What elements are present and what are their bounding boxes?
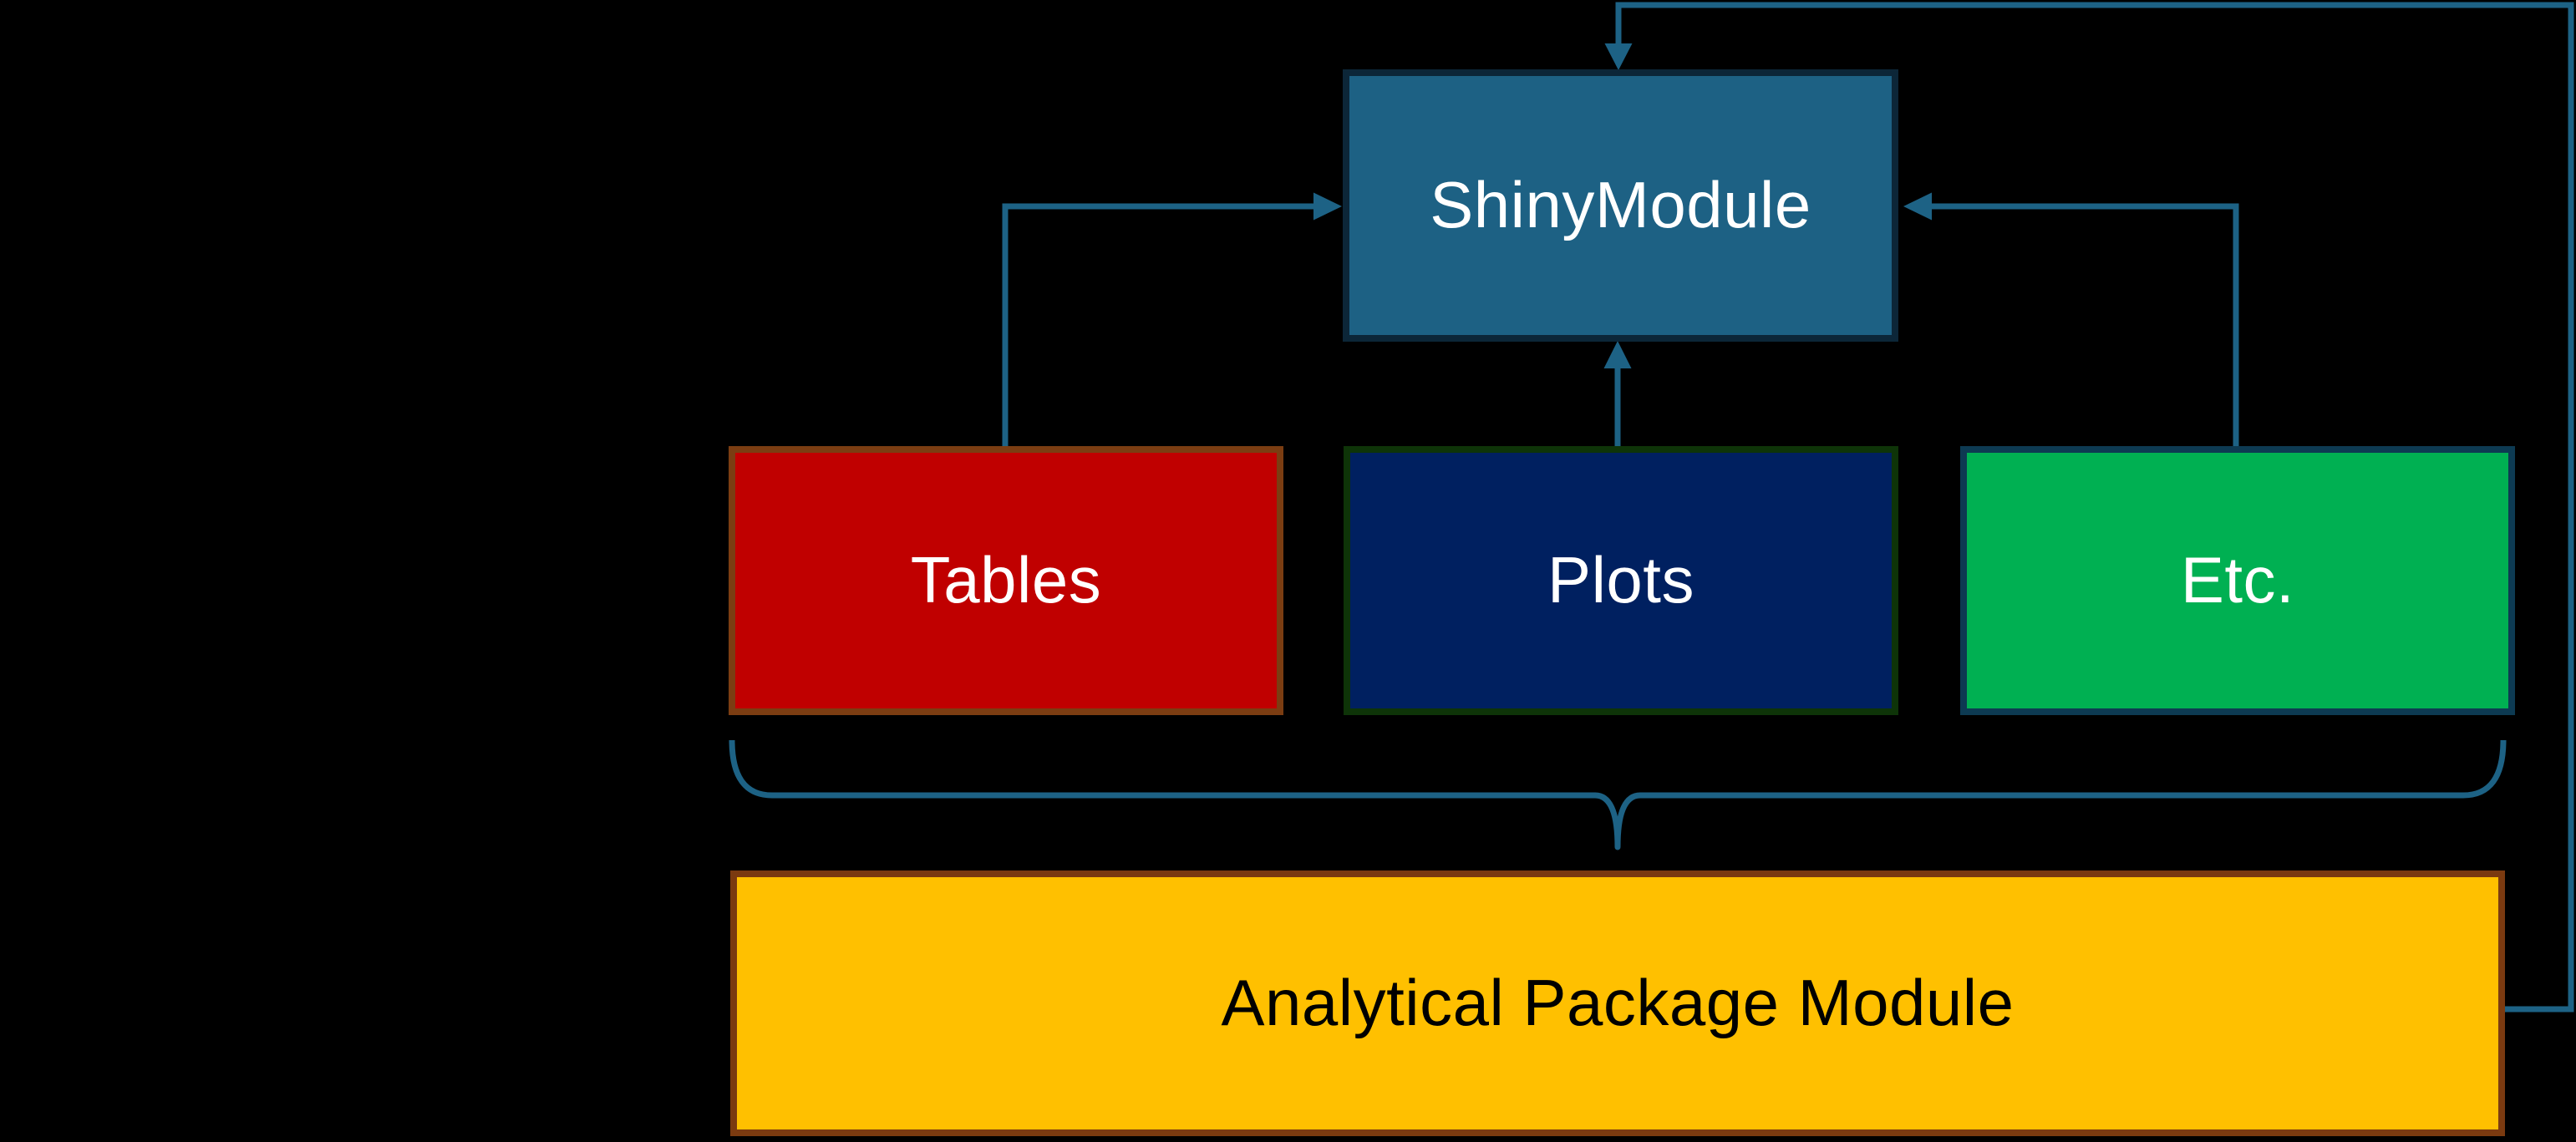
- group-brace: [729, 739, 2507, 850]
- connector-etc-to-shinymodule: [1932, 203, 2239, 446]
- arrowhead-left-into-shinymodule-right: [1903, 192, 1932, 221]
- tables-label: Tables: [910, 543, 1102, 617]
- connector-tables-to-shinymodule: [1002, 203, 1313, 446]
- plots-label: Plots: [1547, 543, 1694, 617]
- shinymodule-label: ShinyModule: [1430, 168, 1811, 242]
- connector-analytical-to-shinymodule: [1615, 2, 2574, 1013]
- arrowhead-down-into-shinymodule-top: [1604, 43, 1633, 70]
- plots-box: Plots: [1344, 446, 1898, 715]
- shinymodule-box: ShinyModule: [1343, 69, 1898, 342]
- analytical-package-module-box: Analytical Package Module: [730, 870, 2505, 1136]
- tables-box: Tables: [729, 446, 1283, 715]
- arrowhead-up-into-shinymodule-bottom: [1603, 341, 1632, 368]
- etc-box: Etc.: [1960, 446, 2515, 715]
- etc-label: Etc.: [2180, 543, 2295, 617]
- analytical-package-module-label: Analytical Package Module: [1221, 966, 2015, 1040]
- arrowhead-right-into-shinymodule-left: [1313, 192, 1342, 221]
